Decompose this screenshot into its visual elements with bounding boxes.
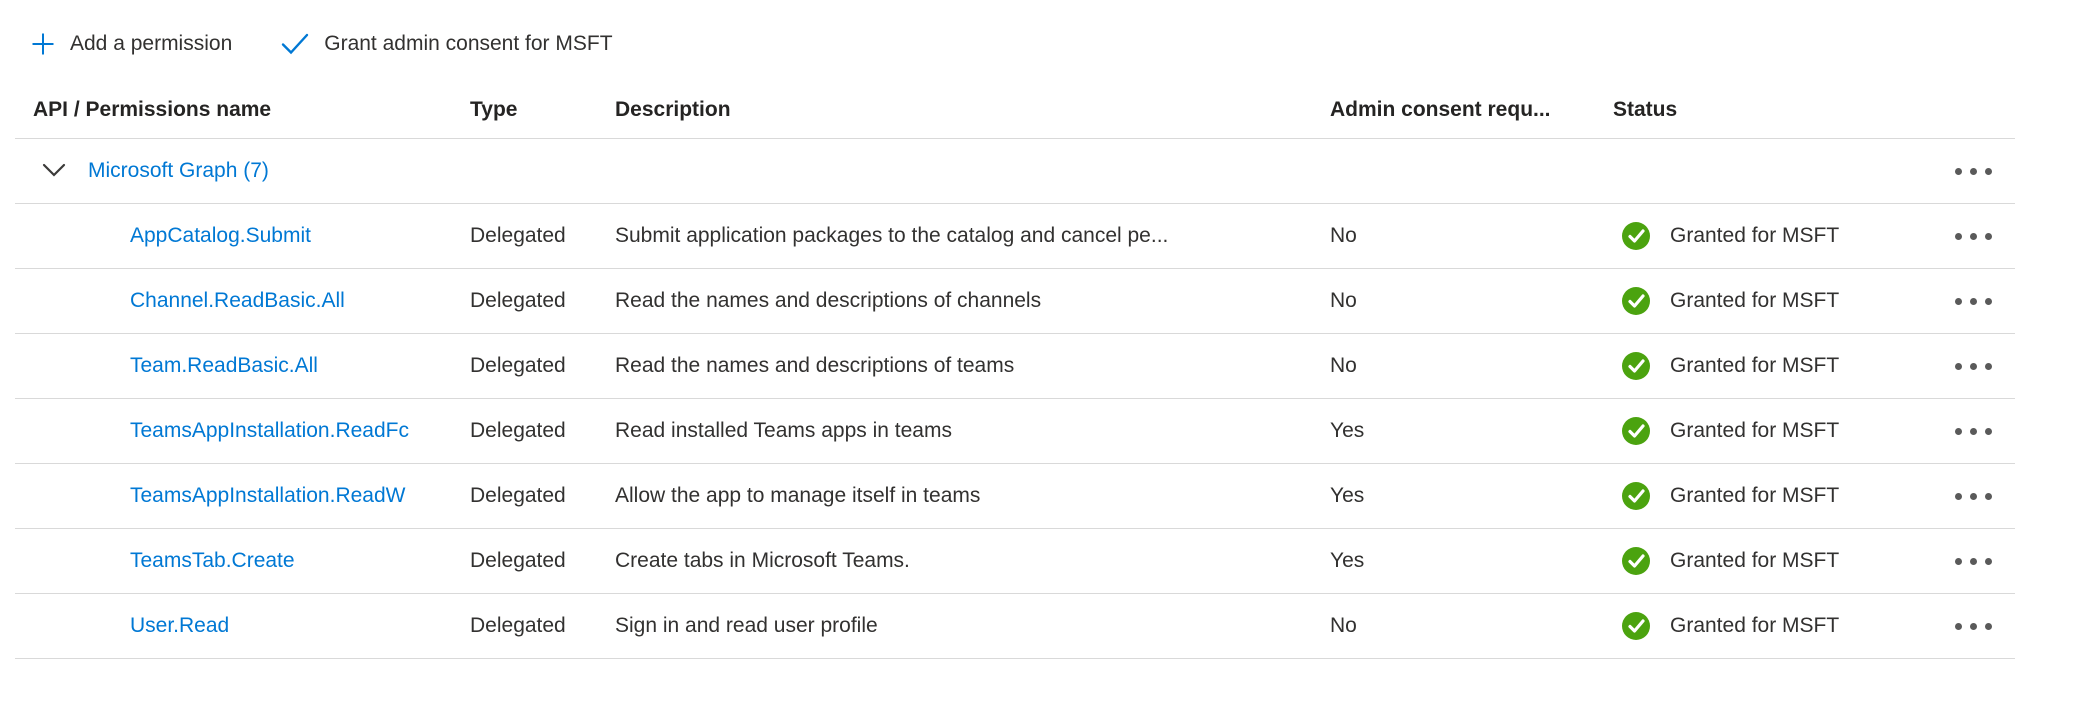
permission-type: Delegated <box>470 224 566 247</box>
api-permissions-page: Add a permission Grant admin consent for… <box>0 22 2078 659</box>
granted-check-icon <box>1622 352 1650 380</box>
status-label: Granted for MSFT <box>1670 484 1840 507</box>
check-icon <box>280 32 310 56</box>
permission-description: Submit application packages to the catal… <box>615 224 1169 247</box>
status-label: Granted for MSFT <box>1670 289 1840 312</box>
ellipsis-icon <box>1955 232 1962 240</box>
plus-icon <box>30 31 56 57</box>
group-actions-button[interactable] <box>1949 162 1998 181</box>
collapse-group-button[interactable] <box>42 163 66 180</box>
admin-consent-required-value: No <box>1330 289 1357 312</box>
permission-row: TeamsAppInstallation.ReadFc Delegated Re… <box>15 399 2015 464</box>
permission-name-link[interactable]: User.Read <box>130 614 230 637</box>
header-description: Description <box>615 98 731 121</box>
row-actions-button[interactable] <box>1949 487 1998 506</box>
header-type: Type <box>470 98 518 121</box>
permission-name-link[interactable]: TeamsAppInstallation.ReadW <box>130 484 406 507</box>
permission-row: TeamsTab.Create Delegated Create tabs in… <box>15 529 2015 594</box>
header-api-permissions-name: API / Permissions name <box>33 98 272 121</box>
admin-consent-required-value: No <box>1330 224 1357 247</box>
permission-description: Create tabs in Microsoft Teams. <box>615 549 910 572</box>
admin-consent-required-value: Yes <box>1330 419 1365 442</box>
ellipsis-icon <box>1955 362 1962 370</box>
grant-admin-consent-button[interactable]: Grant admin consent for MSFT <box>280 32 613 56</box>
permission-type: Delegated <box>470 289 566 312</box>
permission-description: Sign in and read user profile <box>615 614 878 637</box>
grant-admin-consent-label: Grant admin consent for MSFT <box>324 32 613 55</box>
status-label: Granted for MSFT <box>1670 549 1840 572</box>
granted-check-icon <box>1622 417 1650 445</box>
permission-type: Delegated <box>470 419 566 442</box>
api-group-row-microsoft-graph: Microsoft Graph (7) <box>15 139 2015 204</box>
granted-check-icon <box>1622 612 1650 640</box>
permission-row: Channel.ReadBasic.All Delegated Read the… <box>15 269 2015 334</box>
permissions-table: API / Permissions name Type Description … <box>15 82 2015 659</box>
permission-description: Read the names and descriptions of chann… <box>615 289 1042 312</box>
admin-consent-required-value: No <box>1330 614 1357 637</box>
permission-name-link[interactable]: TeamsAppInstallation.ReadFc <box>130 419 409 442</box>
permission-row: TeamsAppInstallation.ReadW Delegated All… <box>15 464 2015 529</box>
granted-check-icon <box>1622 547 1650 575</box>
permission-name-link[interactable]: Team.ReadBasic.All <box>130 354 318 377</box>
permission-row: AppCatalog.Submit Delegated Submit appli… <box>15 204 2015 269</box>
permission-name-link[interactable]: TeamsTab.Create <box>130 549 295 572</box>
ellipsis-icon <box>1955 427 1962 435</box>
row-actions-button[interactable] <box>1949 422 1998 441</box>
table-header-row: API / Permissions name Type Description … <box>15 82 2015 139</box>
admin-consent-required-value: Yes <box>1330 549 1365 572</box>
ellipsis-icon <box>1955 167 1962 175</box>
permission-type: Delegated <box>470 549 566 572</box>
ellipsis-icon <box>1955 492 1962 500</box>
ellipsis-icon <box>1955 557 1962 565</box>
permission-name-link[interactable]: AppCatalog.Submit <box>130 224 311 247</box>
api-group-link[interactable]: Microsoft Graph (7) <box>88 159 269 182</box>
row-actions-button[interactable] <box>1949 292 1998 311</box>
row-actions-button[interactable] <box>1949 552 1998 571</box>
granted-check-icon <box>1622 482 1650 510</box>
row-actions-button[interactable] <box>1949 357 1998 376</box>
row-actions-button[interactable] <box>1949 617 1998 636</box>
permission-description: Allow the app to manage itself in teams <box>615 484 981 507</box>
permission-type: Delegated <box>470 614 566 637</box>
permission-name-link[interactable]: Channel.ReadBasic.All <box>130 289 345 312</box>
status-label: Granted for MSFT <box>1670 419 1840 442</box>
permission-type: Delegated <box>470 354 566 377</box>
row-actions-button[interactable] <box>1949 227 1998 246</box>
status-label: Granted for MSFT <box>1670 614 1840 637</box>
status-label: Granted for MSFT <box>1670 224 1840 247</box>
permission-description: Read the names and descriptions of teams <box>615 354 1015 377</box>
admin-consent-required-value: Yes <box>1330 484 1365 507</box>
header-status: Status <box>1613 98 1678 121</box>
permission-row: User.Read Delegated Sign in and read use… <box>15 594 2015 659</box>
ellipsis-icon <box>1955 622 1962 630</box>
status-label: Granted for MSFT <box>1670 354 1840 377</box>
admin-consent-required-value: No <box>1330 354 1357 377</box>
add-permission-label: Add a permission <box>70 32 233 55</box>
header-admin-consent-required: Admin consent requ... <box>1330 98 1551 121</box>
permission-description: Read installed Teams apps in teams <box>615 419 952 442</box>
chevron-down-icon <box>42 163 66 180</box>
permission-row: Team.ReadBasic.All Delegated Read the na… <box>15 334 2015 399</box>
permission-type: Delegated <box>470 484 566 507</box>
command-bar: Add a permission Grant admin consent for… <box>0 22 2078 66</box>
granted-check-icon <box>1622 287 1650 315</box>
permissions-rows: AppCatalog.Submit Delegated Submit appli… <box>15 204 2015 659</box>
ellipsis-icon <box>1955 297 1962 305</box>
granted-check-icon <box>1622 222 1650 250</box>
add-permission-button[interactable]: Add a permission <box>30 31 232 57</box>
